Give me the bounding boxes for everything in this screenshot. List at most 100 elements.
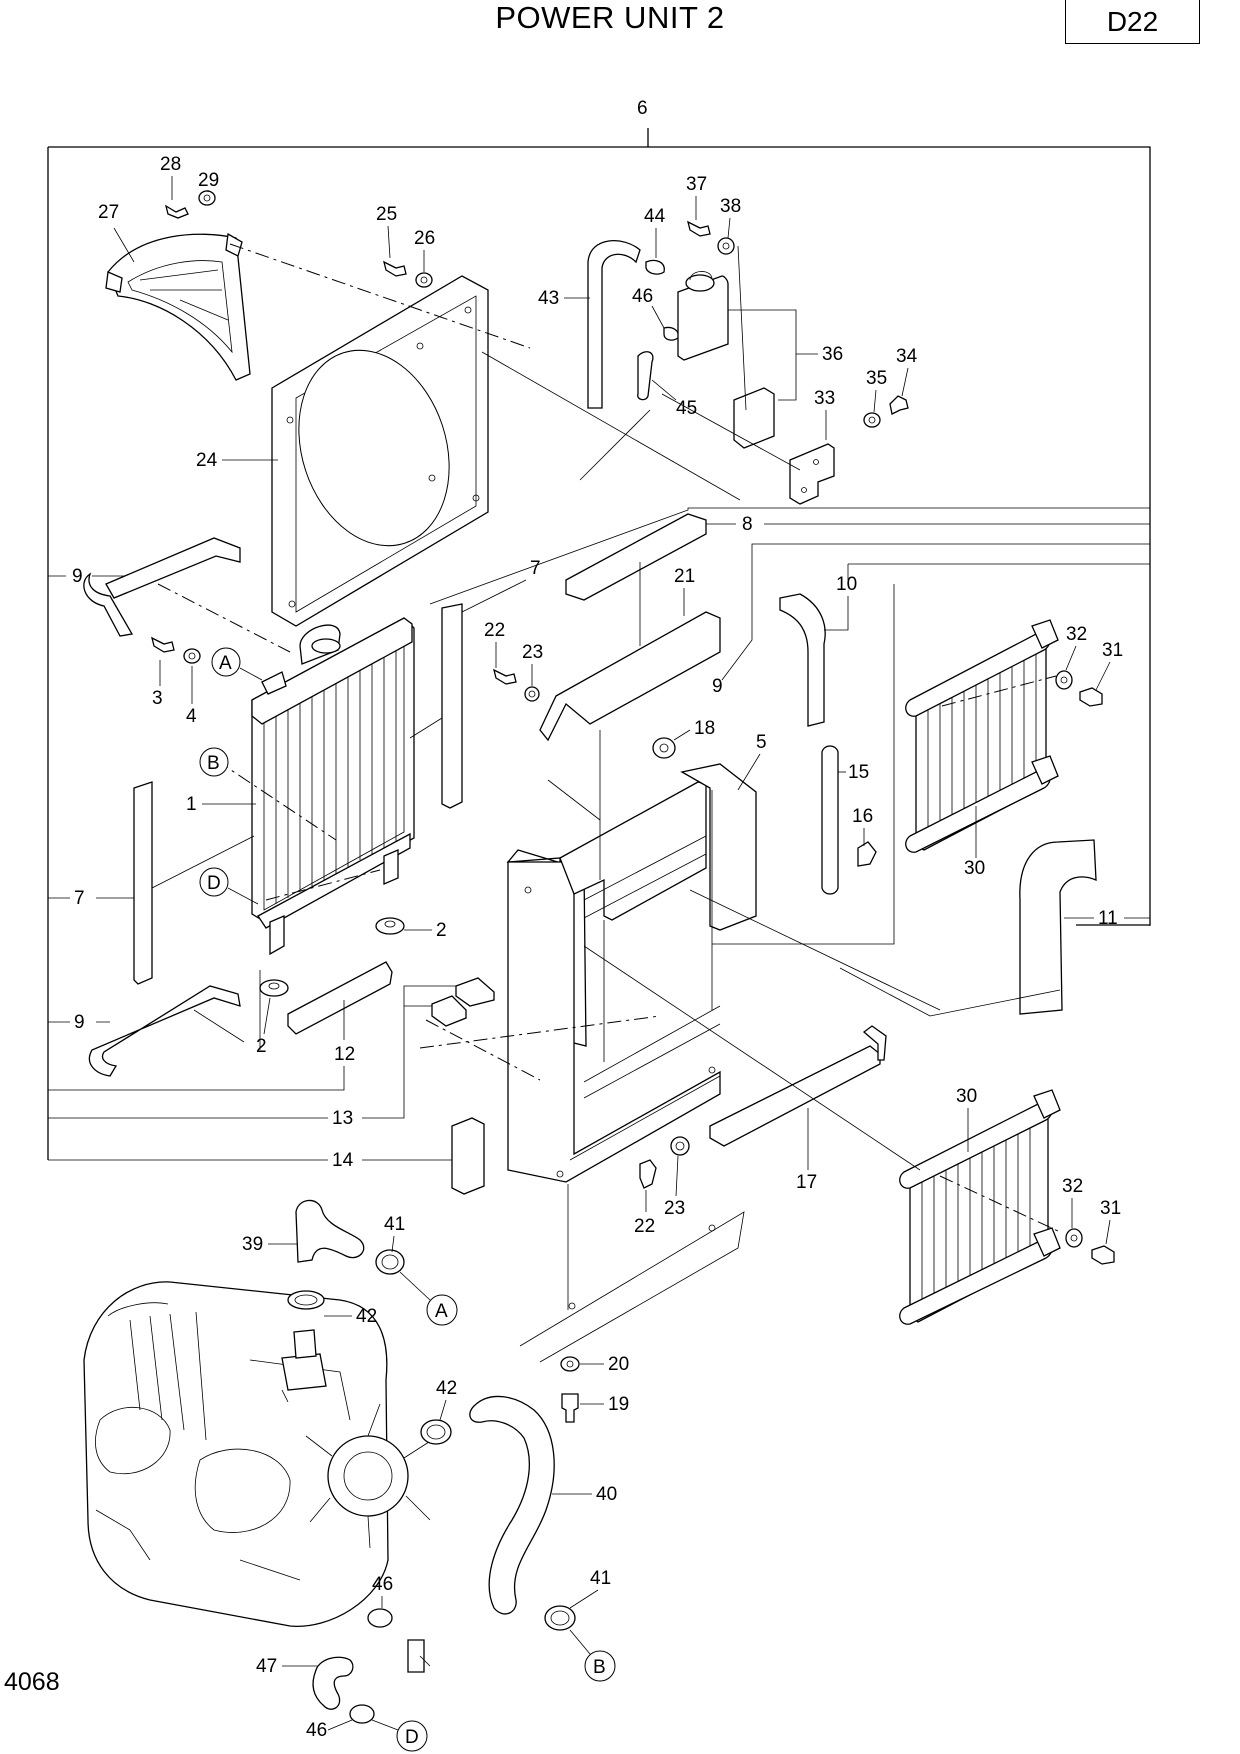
callout-35: 35 bbox=[866, 368, 887, 389]
callout-9-top: 9 bbox=[72, 566, 83, 587]
bolt-34 bbox=[889, 395, 909, 415]
engine-block bbox=[83, 1281, 433, 1627]
bolt-19 bbox=[561, 1393, 579, 1423]
callout-22-bottom: 22 bbox=[634, 1216, 655, 1237]
callout-12: 12 bbox=[334, 1044, 355, 1065]
washer-35 bbox=[863, 412, 881, 428]
callout-25: 25 bbox=[376, 204, 397, 225]
callout-2-right: 2 bbox=[436, 920, 447, 941]
hose-9-upper bbox=[83, 537, 241, 637]
callout-6: 6 bbox=[637, 98, 648, 119]
bolt-3 bbox=[151, 636, 175, 653]
callout-29: 29 bbox=[198, 170, 219, 191]
connector-a-top: A bbox=[211, 647, 263, 681]
figure-number: 4068 bbox=[4, 1668, 60, 1696]
callout-15: 15 bbox=[848, 762, 869, 783]
pad-13a bbox=[455, 977, 495, 1007]
callout-17: 17 bbox=[796, 1172, 817, 1193]
bolt-25 bbox=[383, 260, 407, 277]
callout-1: 1 bbox=[186, 794, 197, 815]
hose-45 bbox=[637, 351, 654, 401]
callout-24: 24 bbox=[196, 450, 218, 471]
pad-13b bbox=[431, 995, 467, 1027]
connector-d-top: D bbox=[199, 867, 259, 905]
callout-31-lower: 31 bbox=[1100, 1198, 1121, 1219]
bolt-31-upper bbox=[1079, 687, 1103, 707]
callout-37: 37 bbox=[686, 174, 707, 195]
connector-d-bottom: D bbox=[371, 1719, 428, 1752]
callout-32-lower: 32 bbox=[1062, 1176, 1083, 1197]
clamp-46-bottom bbox=[349, 1704, 375, 1724]
callout-10: 10 bbox=[836, 574, 857, 595]
washer-32-lower bbox=[1065, 1228, 1083, 1248]
strap-15 bbox=[821, 745, 839, 895]
lower-hose-40 bbox=[469, 1395, 555, 1615]
callout-19: 19 bbox=[608, 1394, 629, 1415]
hose-10 bbox=[779, 593, 826, 727]
hose-11 bbox=[1019, 839, 1097, 1015]
connector-b-bottom: B bbox=[569, 1629, 616, 1682]
callout-31-upper: 31 bbox=[1102, 640, 1123, 661]
callout-7-top: 7 bbox=[530, 558, 541, 579]
oil-cooler-30-upper bbox=[905, 619, 1059, 853]
small-hose-47 bbox=[312, 1656, 354, 1710]
page-title: POWER UNIT 2 bbox=[495, 0, 725, 35]
callout-41-upper: 41 bbox=[384, 1214, 405, 1235]
callout-22-top: 22 bbox=[484, 620, 505, 641]
washer-23-bottom bbox=[670, 1136, 690, 1156]
seal-7-upper bbox=[441, 603, 463, 809]
bracket-33 bbox=[789, 443, 835, 505]
seal-7-lower bbox=[133, 781, 153, 985]
callout-8: 8 bbox=[742, 514, 753, 535]
callout-21: 21 bbox=[674, 566, 695, 587]
callout-42-upper: 42 bbox=[356, 1306, 377, 1327]
clamp-42-lower bbox=[420, 1419, 452, 1445]
radiator-frame-5 bbox=[506, 763, 757, 1183]
connector-b-top: B bbox=[199, 747, 229, 777]
bolt-22-top bbox=[493, 668, 517, 685]
callout-9-bottom: 9 bbox=[74, 1012, 85, 1033]
callout-2-left: 2 bbox=[256, 1036, 267, 1057]
upper-hose-39 bbox=[295, 1199, 365, 1263]
bolt-37 bbox=[687, 220, 711, 237]
callout-7-bottom: 7 bbox=[74, 888, 85, 909]
callout-30-upper: 30 bbox=[964, 858, 985, 879]
callout-23-top: 23 bbox=[522, 642, 543, 663]
callouts: 6 27 28 29 25 26 24 43 44 46 45 37 38 36… bbox=[48, 98, 1151, 1741]
callout-34: 34 bbox=[896, 346, 918, 367]
clamp-46-top bbox=[663, 326, 679, 341]
svg-text:B: B bbox=[593, 1657, 606, 1678]
washer-29 bbox=[198, 190, 216, 206]
overflow-hose-43 bbox=[587, 240, 641, 409]
support-bar-17 bbox=[709, 1025, 887, 1147]
callout-45: 45 bbox=[676, 398, 697, 419]
callout-30-lower: 30 bbox=[956, 1086, 977, 1107]
callout-36: 36 bbox=[822, 344, 843, 365]
callout-46-top: 46 bbox=[632, 286, 653, 307]
oil-cooler-30-lower bbox=[899, 1089, 1061, 1325]
svg-text:D: D bbox=[207, 873, 221, 894]
callout-5: 5 bbox=[756, 732, 767, 753]
svg-text:A: A bbox=[219, 653, 232, 674]
bolt-22-bottom bbox=[639, 1159, 657, 1189]
cushion-2-right bbox=[375, 917, 405, 935]
callout-40: 40 bbox=[596, 1484, 617, 1505]
callout-39: 39 bbox=[242, 1234, 263, 1255]
block-14 bbox=[451, 1117, 485, 1195]
callout-9-mid: 9 bbox=[712, 676, 723, 697]
callout-14: 14 bbox=[332, 1150, 354, 1171]
leader-lines bbox=[157, 243, 1061, 1403]
washer-38 bbox=[717, 237, 735, 255]
callout-16: 16 bbox=[852, 806, 873, 827]
clamp-42-upper bbox=[287, 1290, 325, 1310]
svg-text:A: A bbox=[435, 1301, 448, 1322]
callout-46-middle: 46 bbox=[372, 1574, 393, 1595]
tank-bracket bbox=[733, 387, 775, 449]
callout-47: 47 bbox=[256, 1656, 277, 1677]
cushion-2-left bbox=[259, 979, 289, 997]
reserve-tank-36 bbox=[677, 271, 729, 361]
plate-21 bbox=[539, 611, 721, 742]
connector-markers: A B D A B D bbox=[199, 647, 616, 1752]
drain-tap bbox=[407, 1639, 431, 1673]
wing-nut-16 bbox=[857, 841, 877, 867]
